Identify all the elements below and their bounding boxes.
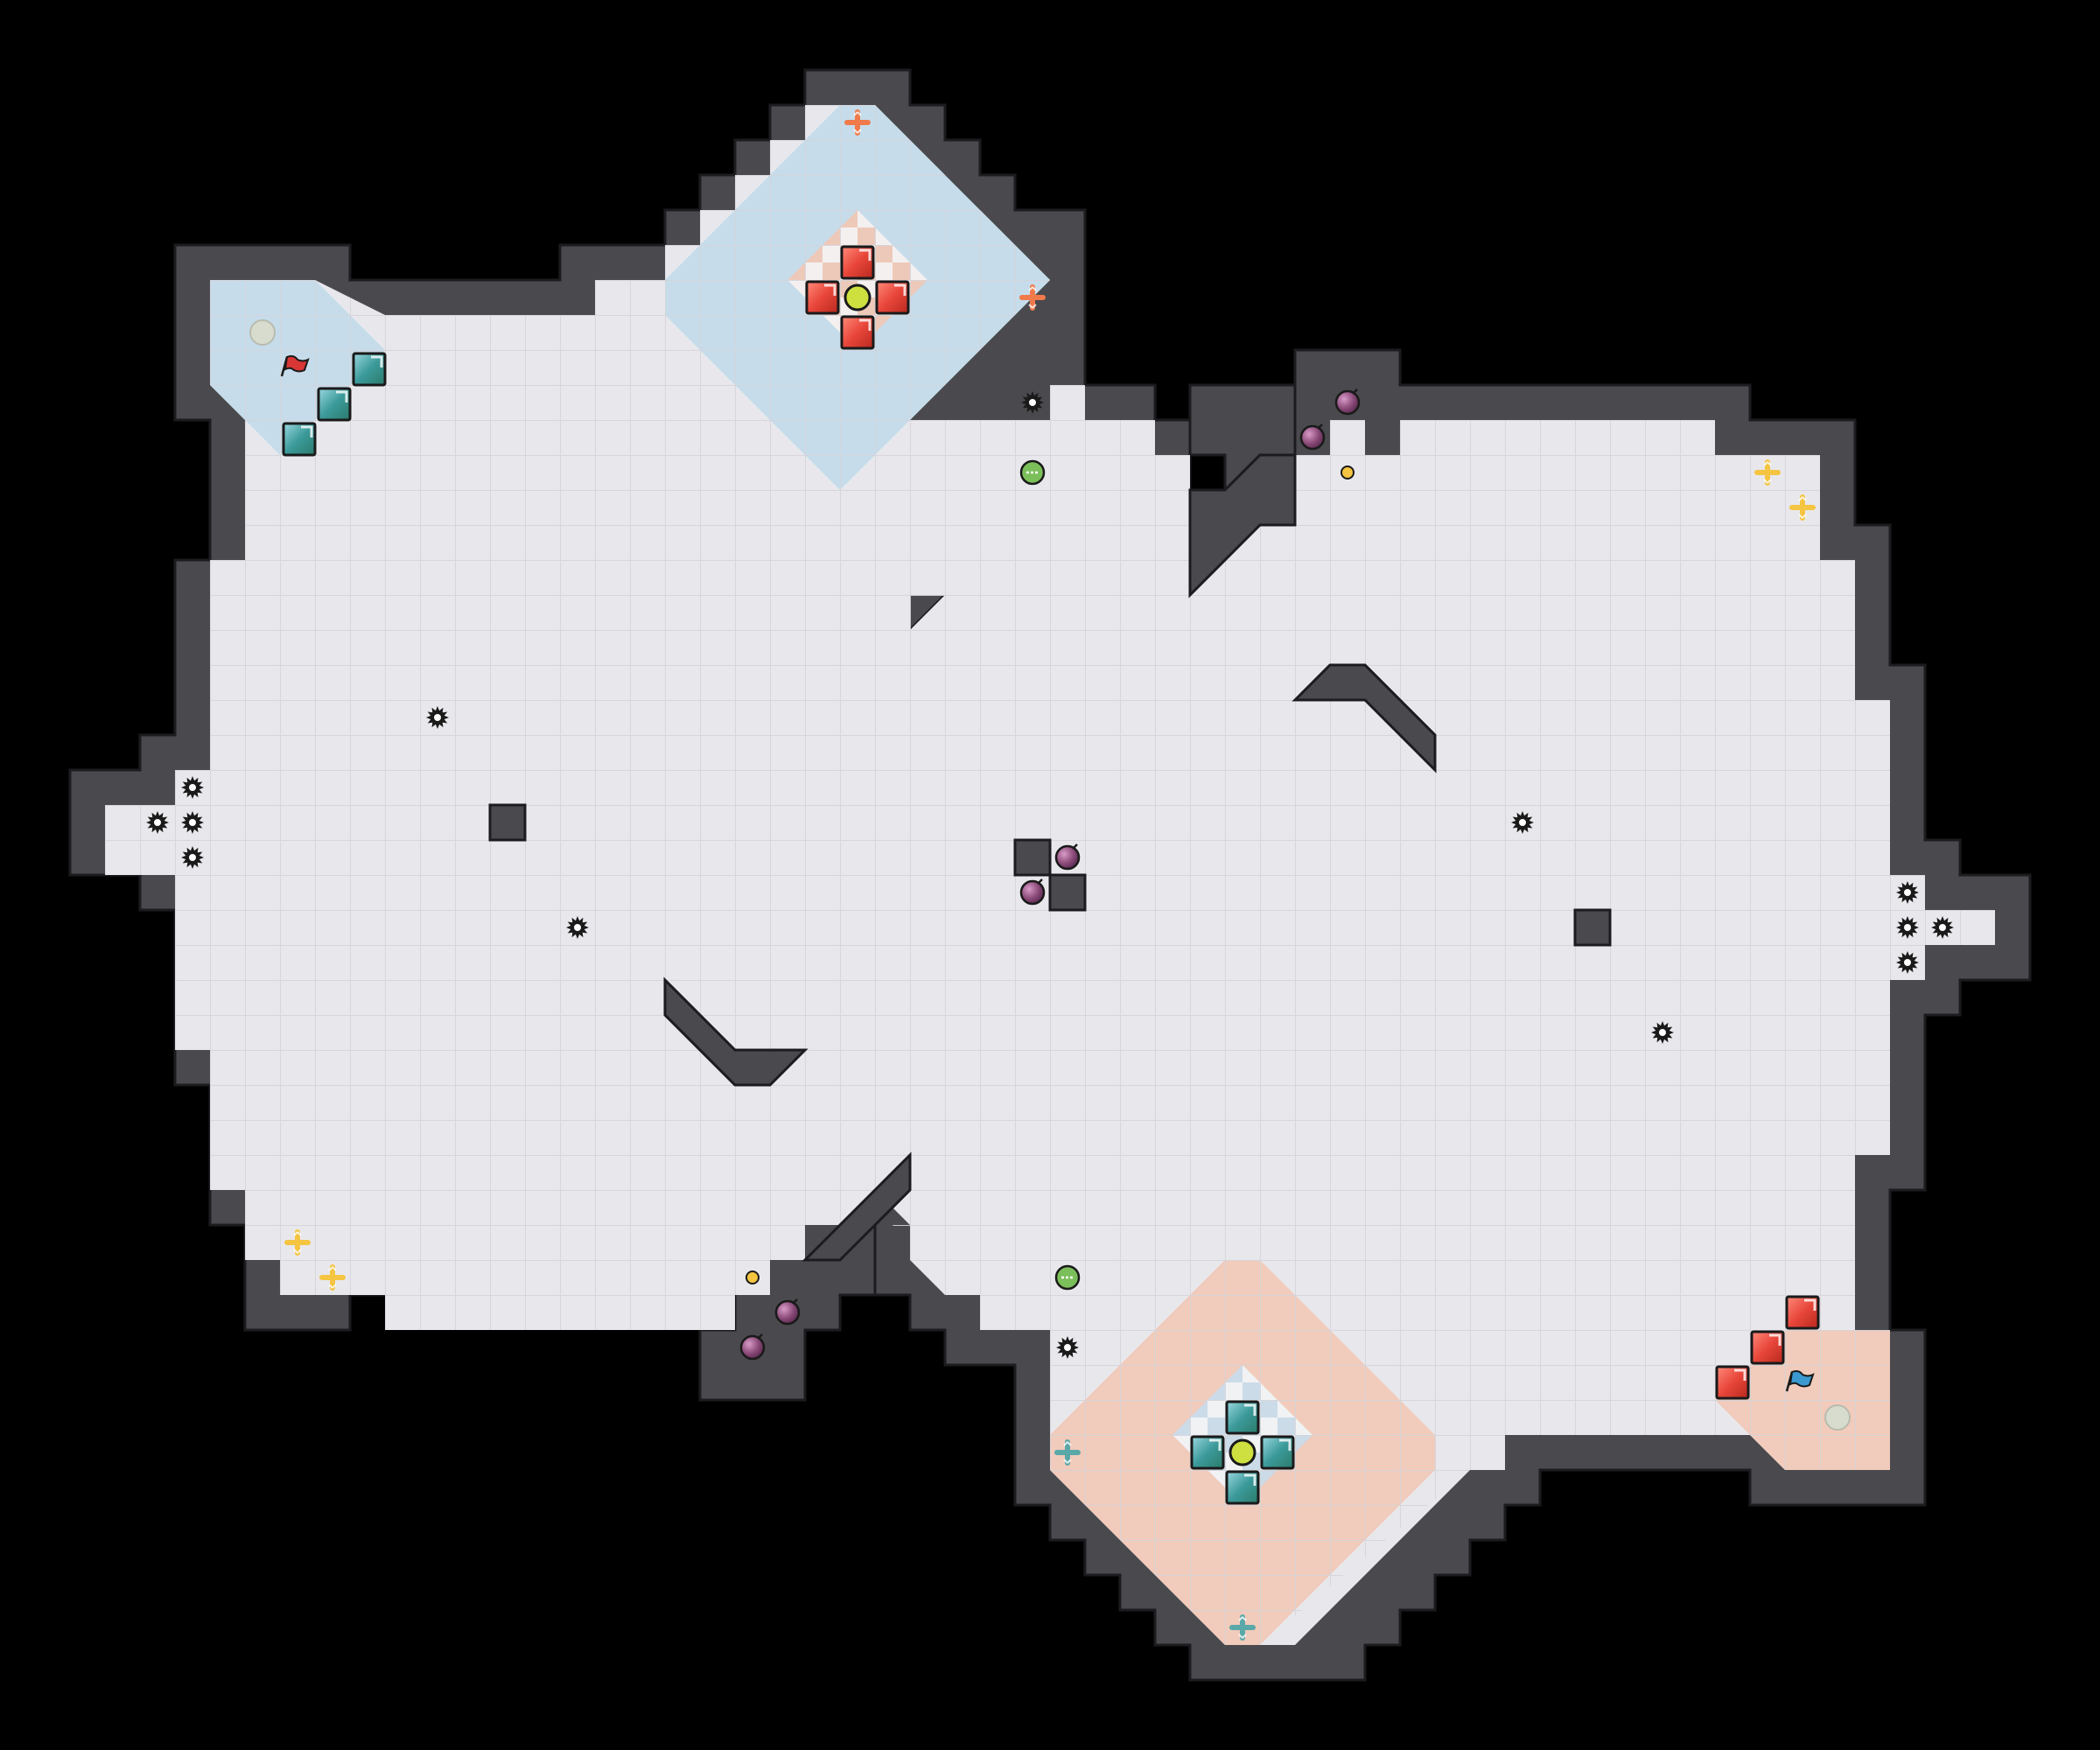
red-flag-icon [280, 355, 310, 377]
spike-icon [566, 916, 589, 939]
portal-icon [249, 319, 276, 346]
teal-pickup-icon [1229, 1614, 1256, 1641]
spike-icon [1651, 1021, 1674, 1044]
bomb-icon [1054, 844, 1081, 871]
divider-bottom [802, 1152, 912, 1262]
obstacle-block-right [1573, 908, 1612, 947]
red-gate-block [840, 245, 875, 280]
spikes [146, 391, 1954, 1359]
spike-icon [1896, 881, 1919, 904]
bomb-icon [774, 1298, 801, 1326]
yellow-powerup-icon [1754, 459, 1781, 486]
orange-pickup-icon [1019, 284, 1046, 311]
red-gate-block [1715, 1365, 1750, 1400]
center-orb-icon [1228, 1438, 1256, 1466]
blue-flag-icon [1785, 1370, 1815, 1392]
teal-gate-block [1225, 1400, 1260, 1435]
teal-pickup-icon [1054, 1439, 1081, 1466]
items [249, 109, 1851, 1641]
center-orb-icon [844, 284, 872, 312]
coin-icon [1340, 466, 1354, 480]
gate-blocks [282, 245, 1820, 1505]
obstacle-block-left [488, 803, 527, 842]
spike-icon [181, 846, 204, 869]
bomb-icon [1334, 388, 1361, 416]
teal-gate-block [282, 422, 317, 457]
divider-top [1188, 453, 1297, 598]
orange-pickup-icon [844, 109, 871, 136]
teal-gate-block [1225, 1470, 1260, 1505]
red-gate-block [1785, 1295, 1820, 1330]
yellow-powerup-icon [319, 1264, 346, 1291]
teal-gate-block [1190, 1435, 1225, 1470]
red-gate-block [805, 280, 840, 315]
red-gate-block [1750, 1330, 1785, 1365]
yellow-powerup-icon [1789, 494, 1816, 521]
portal-icon [1824, 1404, 1851, 1431]
red-gate-block [875, 280, 910, 315]
spike-icon [1511, 811, 1534, 834]
obstacle-bar-right [1292, 663, 1437, 774]
yellow-powerup-icon [284, 1229, 311, 1256]
boost-icon [1054, 1264, 1081, 1291]
spike-icon [1021, 391, 1044, 414]
spike-icon [146, 811, 169, 834]
spike-icon [1056, 1336, 1079, 1359]
spike-icon [1896, 951, 1919, 974]
bomb-icon [739, 1334, 766, 1361]
obstacle-block-center-b [1048, 873, 1087, 912]
obstacle-block-center-a [1013, 838, 1052, 877]
obstacles [488, 453, 1612, 1262]
coin-icon [746, 1270, 760, 1284]
spike-icon [181, 776, 204, 799]
spike-icon [426, 706, 449, 729]
boost-icon [1019, 459, 1046, 486]
obstacle-bar-left [663, 976, 808, 1087]
bomb-icon [1299, 424, 1326, 451]
bomb-icon [1019, 878, 1046, 906]
spike-icon [1896, 916, 1919, 939]
teal-gate-block [352, 352, 387, 387]
spike-icon [181, 811, 204, 834]
teal-gate-block [1260, 1435, 1295, 1470]
bombs [739, 388, 1361, 1361]
teal-gate-block [317, 387, 352, 422]
red-gate-block [840, 315, 875, 350]
spike-icon [1931, 916, 1954, 939]
